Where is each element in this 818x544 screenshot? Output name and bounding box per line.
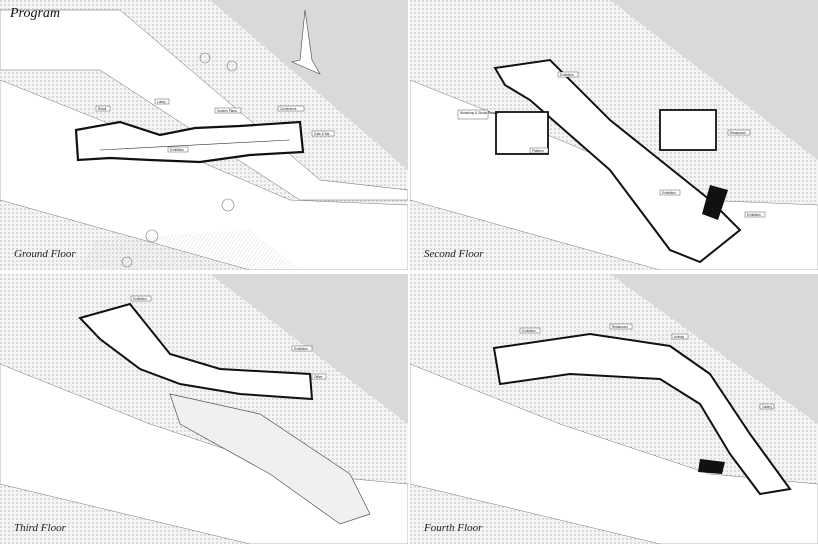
sheet-title: Program bbox=[10, 6, 61, 21]
tag-restaurant: Restaurant bbox=[730, 131, 746, 135]
floor-label-third: Third Floor bbox=[14, 522, 66, 534]
floor-label-second: Second Floor bbox=[424, 248, 484, 260]
building-slab bbox=[492, 332, 792, 496]
tag-activity: Activity bbox=[674, 335, 685, 339]
building-ramp bbox=[493, 58, 742, 264]
second-floor-drawing: Workshop & Studio Rooms Exhibition Platf… bbox=[410, 0, 818, 270]
tag-lobby: Lobby bbox=[157, 100, 166, 104]
tag-exhibition: Exhibition bbox=[170, 148, 184, 152]
tag-restaurant: Restaurant bbox=[612, 325, 628, 329]
tag-exhibition: Exhibition bbox=[133, 297, 147, 301]
tag-exhibition-2: Exhibition bbox=[662, 191, 676, 195]
tag-conference: Conference bbox=[280, 107, 297, 111]
building-footprint bbox=[74, 120, 305, 164]
panel-fourth-floor: Exhibition Restaurant Activity Gallery F… bbox=[410, 274, 818, 544]
water bbox=[610, 0, 818, 160]
fourth-floor-drawing: Exhibition Restaurant Activity Gallery bbox=[410, 274, 818, 544]
restaurant-block bbox=[659, 109, 717, 151]
water bbox=[610, 274, 818, 424]
tag-exhibition-3: Exhibition bbox=[747, 213, 761, 217]
program-tags: Retail Lobby Exhibition Cafe & Bar Confe… bbox=[95, 98, 335, 153]
program-tags: Exhibition Restaurant Activity Gallery bbox=[519, 323, 775, 410]
tag-cafe-bar: Cafe & Bar bbox=[314, 132, 331, 136]
tag-sunken-plaza: Sunken Plaza bbox=[217, 109, 237, 113]
lower-structure bbox=[169, 393, 371, 525]
tag-gallery: Gallery bbox=[762, 405, 773, 409]
panel-third-floor: Exhibition Exhibition Office Third Floor bbox=[0, 274, 408, 544]
lawn bbox=[80, 230, 300, 270]
interior-wall bbox=[99, 139, 291, 151]
tag-exhibition: Exhibition bbox=[560, 73, 574, 77]
floor-label-ground: Ground Floor bbox=[14, 248, 76, 260]
panel-second-floor: Workshop & Studio Rooms Exhibition Platf… bbox=[410, 0, 818, 270]
tag-workshop-studio: Workshop & Studio Rooms bbox=[460, 111, 499, 115]
tag-exhibition: Exhibition bbox=[522, 329, 536, 333]
sailboat bbox=[291, 9, 321, 75]
tag-platform: Platform bbox=[532, 149, 544, 153]
building-slab bbox=[78, 302, 314, 401]
tag-office: Office bbox=[314, 375, 322, 379]
street bbox=[0, 9, 408, 201]
workshop-block bbox=[495, 111, 549, 155]
dark-wall bbox=[698, 459, 725, 474]
program-tags: Exhibition Exhibition Office bbox=[130, 295, 327, 380]
plaza bbox=[410, 363, 818, 544]
tag-exhibition-2: Exhibition bbox=[294, 347, 308, 351]
floor-label-fourth: Fourth Floor bbox=[424, 522, 483, 534]
tag-retail: Retail bbox=[98, 107, 106, 111]
water bbox=[210, 0, 408, 170]
program-tags: Workshop & Studio Rooms Exhibition Platf… bbox=[457, 71, 766, 218]
panel-ground-floor: Retail Lobby Exhibition Cafe & Bar Confe… bbox=[0, 0, 408, 270]
trees bbox=[121, 52, 238, 268]
ground-floor-drawing: Retail Lobby Exhibition Cafe & Bar Confe… bbox=[0, 0, 408, 270]
third-floor-drawing: Exhibition Exhibition Office bbox=[0, 274, 408, 544]
dark-wall bbox=[702, 185, 728, 220]
